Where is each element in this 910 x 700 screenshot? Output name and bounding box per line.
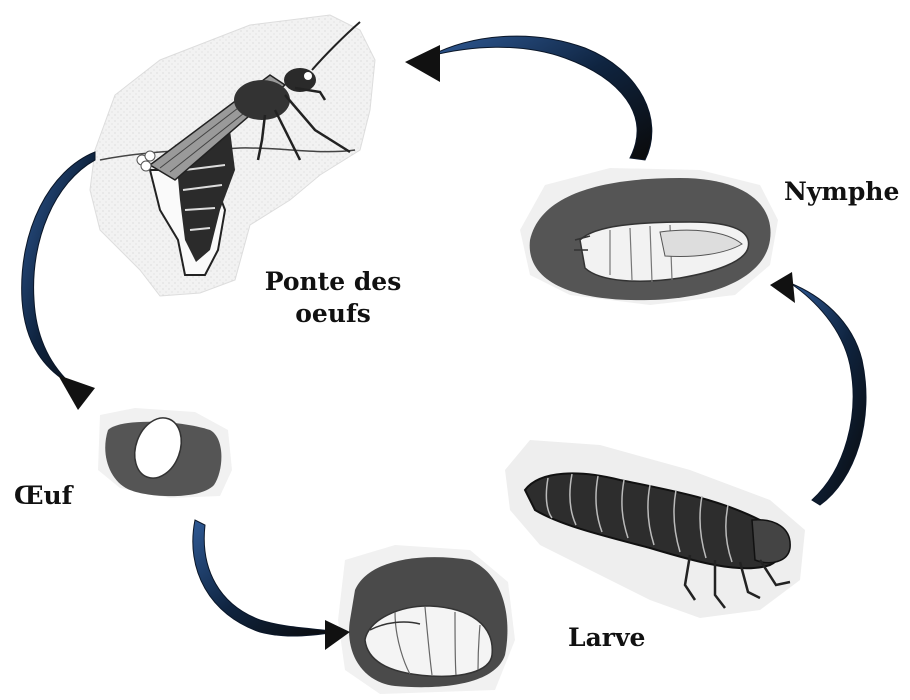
arrow-head xyxy=(770,272,795,303)
label-larva: Larve xyxy=(568,622,645,654)
larva-illustration xyxy=(505,440,805,618)
arrow-pupa-to-adult xyxy=(405,36,652,160)
arrow-head xyxy=(58,375,95,410)
arrow-egg-to-young-larva xyxy=(193,520,350,650)
label-egg-laying: Ponte des oeufs xyxy=(258,266,408,330)
adult-insect-illustration xyxy=(90,15,375,296)
young-larva-illustration xyxy=(338,545,515,694)
label-pupa: Nymphe xyxy=(784,176,899,208)
pupa-illustration xyxy=(520,168,778,305)
arrow-larva-to-pupa xyxy=(770,272,866,505)
label-egg: Œuf xyxy=(14,480,72,512)
adult-thorax xyxy=(234,80,290,120)
arrow-adult-to-egg xyxy=(22,152,95,410)
egg-illustration xyxy=(98,408,232,498)
arrow-head xyxy=(405,45,440,82)
